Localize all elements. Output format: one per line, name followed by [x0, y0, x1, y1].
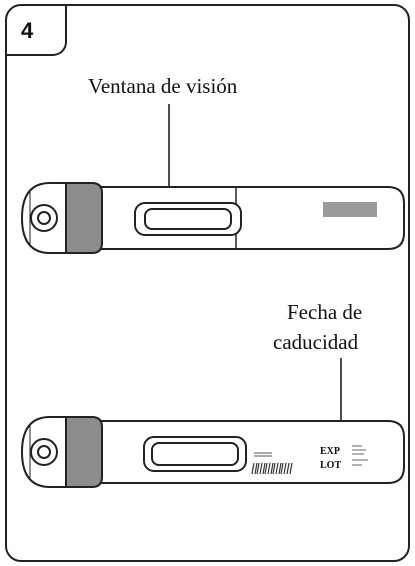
- fine-print: [352, 445, 368, 466]
- exp-print: EXP: [320, 446, 340, 457]
- step-number: 4: [21, 18, 34, 43]
- lot-print: LOT: [320, 460, 341, 471]
- pen-back-view: EXP LOT: [20, 416, 405, 488]
- viewing-window: [144, 208, 232, 230]
- step-tab: 4: [5, 4, 67, 56]
- expiry-date-label-line2: caducidad: [273, 330, 359, 354]
- expiry-date-label-line1: Fecha de: [287, 300, 363, 324]
- viewing-window-label: Ventana de visión: [88, 74, 238, 98]
- pen-front-view: [20, 182, 405, 254]
- barcode: [251, 462, 293, 475]
- label-area-grey: [323, 202, 377, 217]
- instruction-panel: [5, 4, 410, 562]
